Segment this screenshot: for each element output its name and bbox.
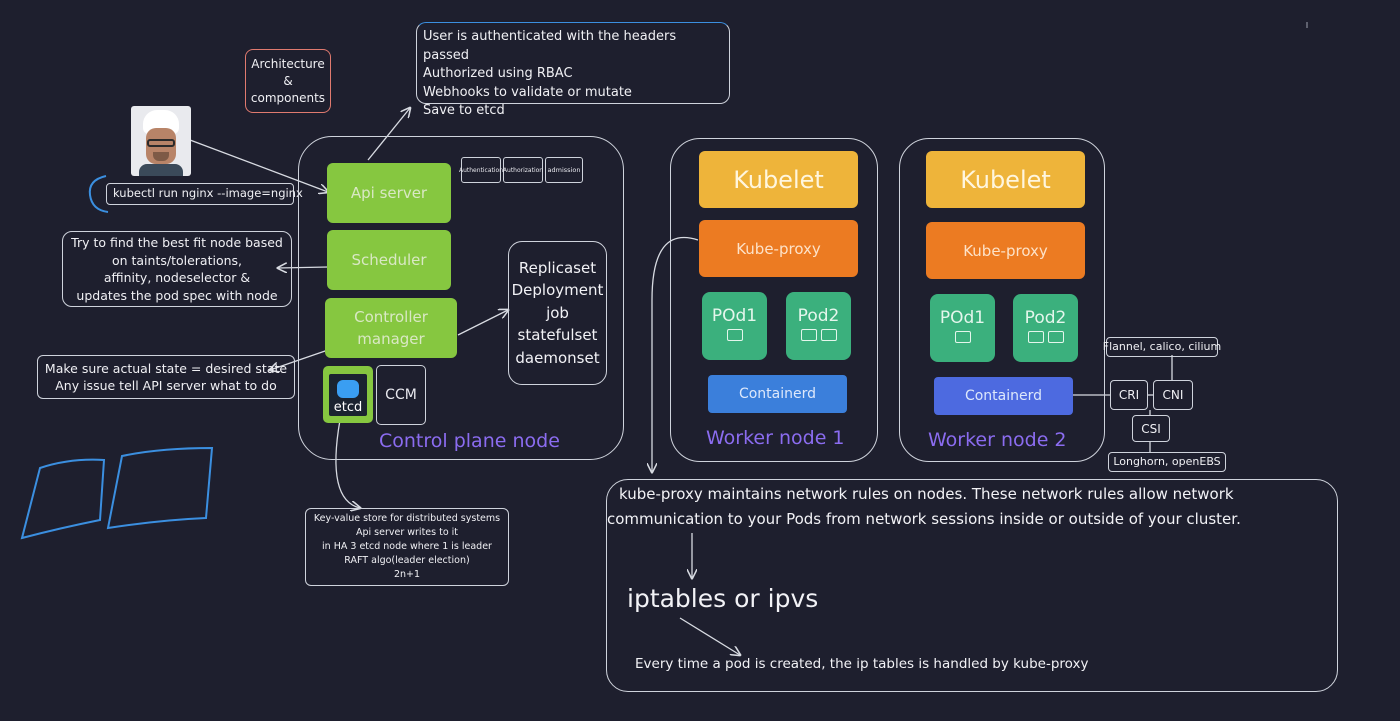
worker-node-1 <box>670 138 878 462</box>
api-to-auth-arrow <box>367 108 410 161</box>
auth-notes: User is authenticated with the headers p… <box>416 22 730 118</box>
kube-proxy-footer: Every time a pod is created, the ip tabl… <box>635 656 1089 672</box>
controller-note-1: Make sure actual state = desired state <box>44 360 288 376</box>
worker2-pod1-label: POd1 <box>939 308 986 328</box>
controller-statefulset: statefulset <box>517 326 598 345</box>
worker2-pod2-label: Pod2 <box>1024 308 1067 328</box>
controllers-list: Replicaset Deployment job statefulset da… <box>508 241 607 385</box>
worker2-containerd: Containerd <box>934 377 1073 415</box>
etcd-note-1: Key-value store for distributed systems <box>313 513 501 524</box>
controller-manager: Controller manager <box>325 298 457 358</box>
worker1-containerd: Containerd <box>708 375 847 413</box>
architecture-line-2: & <box>283 73 293 88</box>
avatar-glasses <box>147 139 175 147</box>
auth-note-1: User is authenticated with the headers p… <box>423 29 677 63</box>
controller-to-list-arrow <box>457 310 508 336</box>
worker1-kube-proxy: Kube-proxy <box>699 220 858 277</box>
avatar-beard <box>153 152 169 161</box>
plugin-admission: admission <box>545 157 583 183</box>
avatar-to-api-arrow <box>189 139 328 192</box>
worker2-kube-proxy: Kube-proxy <box>926 222 1085 279</box>
kube-proxy-description-2: communication to your Pods from network … <box>607 510 1241 528</box>
iptables-ipvs: iptables or ipvs <box>627 584 819 613</box>
kube-proxy-panel: kube-proxy maintains network rules on no… <box>606 479 1338 692</box>
worker1-pod1-label: POd1 <box>711 306 758 326</box>
auth-note-3: Webhooks to validate or mutate <box>423 84 632 100</box>
container-icon <box>800 329 817 341</box>
controller-note: Make sure actual state = desired state A… <box>37 355 295 399</box>
worker2-title: Worker node 2 <box>928 429 1067 451</box>
auth-note-2: Authorized using RBAC <box>423 66 573 81</box>
kubectl-bracket <box>88 175 109 213</box>
architecture-line-1: Architecture <box>251 56 325 71</box>
controller-daemonset: daemonset <box>515 348 600 367</box>
etcd-note-3: in HA 3 etcd node where 1 is leader <box>322 541 492 552</box>
cri-box: CRI <box>1110 380 1148 410</box>
controller-manager-line-1: Controller <box>354 308 428 326</box>
ccm: CCM <box>376 365 426 425</box>
plugin-authentication: Authentication <box>459 157 503 183</box>
csi-box: CSI <box>1132 415 1170 442</box>
scheduler-note-1: Try to find the best fit node based <box>71 235 283 250</box>
iptables-to-footer-arrow <box>679 617 740 655</box>
scheduler-note-3: affinity, nodeselector & <box>103 270 251 285</box>
cni-implementations: Flannel, calico, cilium <box>1103 337 1221 357</box>
etcd: etcd <box>323 366 373 423</box>
worker1-pod1: POd1 <box>702 292 767 360</box>
container-icon <box>820 329 837 341</box>
container-icon <box>1027 331 1044 343</box>
etcd-logo: etcd <box>329 373 367 416</box>
worker1-kubelet: Kubelet <box>699 151 858 208</box>
worker1-pod2-label: Pod2 <box>797 306 840 326</box>
etcd-note-5: 2n+1 <box>393 569 421 580</box>
avatar-shirt <box>139 164 183 176</box>
architecture-label: Architecture & components <box>245 49 331 113</box>
controller-deployment: Deployment <box>511 281 604 300</box>
controller-manager-line-2: manager <box>357 330 425 348</box>
etcd-note-4: RAFT algo(leader election) <box>344 555 470 566</box>
scheduler-note-4: updates the pod spec with node <box>76 287 278 303</box>
api-server: Api server <box>327 163 451 223</box>
csi-implementations: Longhorn, openEBS <box>1108 452 1226 472</box>
scheduler-note: Try to find the best fit node based on t… <box>62 231 292 307</box>
kubectl-command: kubectl run nginx --image=nginx <box>106 183 303 205</box>
container-icon <box>1047 331 1064 343</box>
worker1-title: Worker node 1 <box>706 427 845 449</box>
etcd-note-2: Api server writes to it <box>355 527 459 538</box>
container-icon <box>726 329 743 341</box>
worker-node-2 <box>899 138 1105 462</box>
auth-note-4: Save to etcd <box>423 103 505 118</box>
plugin-authorization: Authorization <box>503 157 543 183</box>
controller-job: job <box>546 303 569 322</box>
worker2-kubelet: Kubelet <box>926 151 1085 208</box>
container-icon <box>954 331 971 343</box>
scheduler-note-2: on taints/tolerations, <box>111 252 243 268</box>
scheduler-to-note-arrow <box>278 267 329 268</box>
book-left-page <box>20 458 106 540</box>
etcd-to-note-arrow <box>335 419 360 508</box>
control-plane-node <box>298 136 624 460</box>
controller-note-2: Any issue tell API server what to do <box>55 378 277 393</box>
cni-box: CNI <box>1153 380 1193 410</box>
scheduler: Scheduler <box>327 230 451 290</box>
worker2-pod1: POd1 <box>930 294 995 362</box>
etcd-logo-icon <box>337 379 359 398</box>
avatar <box>131 106 191 176</box>
worker2-pod2: Pod2 <box>1013 294 1078 362</box>
worker1-pod2: Pod2 <box>786 292 851 360</box>
etcd-label: etcd <box>333 399 363 415</box>
kube-proxy-description-1: kube-proxy maintains network rules on no… <box>619 485 1234 503</box>
architecture-line-3: components <box>250 90 326 105</box>
kube-proxy-description: kube-proxy maintains network rules on no… <box>607 482 1241 532</box>
controller-replicaset: Replicaset <box>518 258 597 277</box>
proxy-to-panel-arrow <box>652 236 699 473</box>
controller-to-note-arrow <box>270 349 329 370</box>
book-right-page <box>106 446 214 530</box>
etcd-note: Key-value store for distributed systems … <box>305 508 509 586</box>
control-plane-title: Control plane node <box>379 430 560 452</box>
